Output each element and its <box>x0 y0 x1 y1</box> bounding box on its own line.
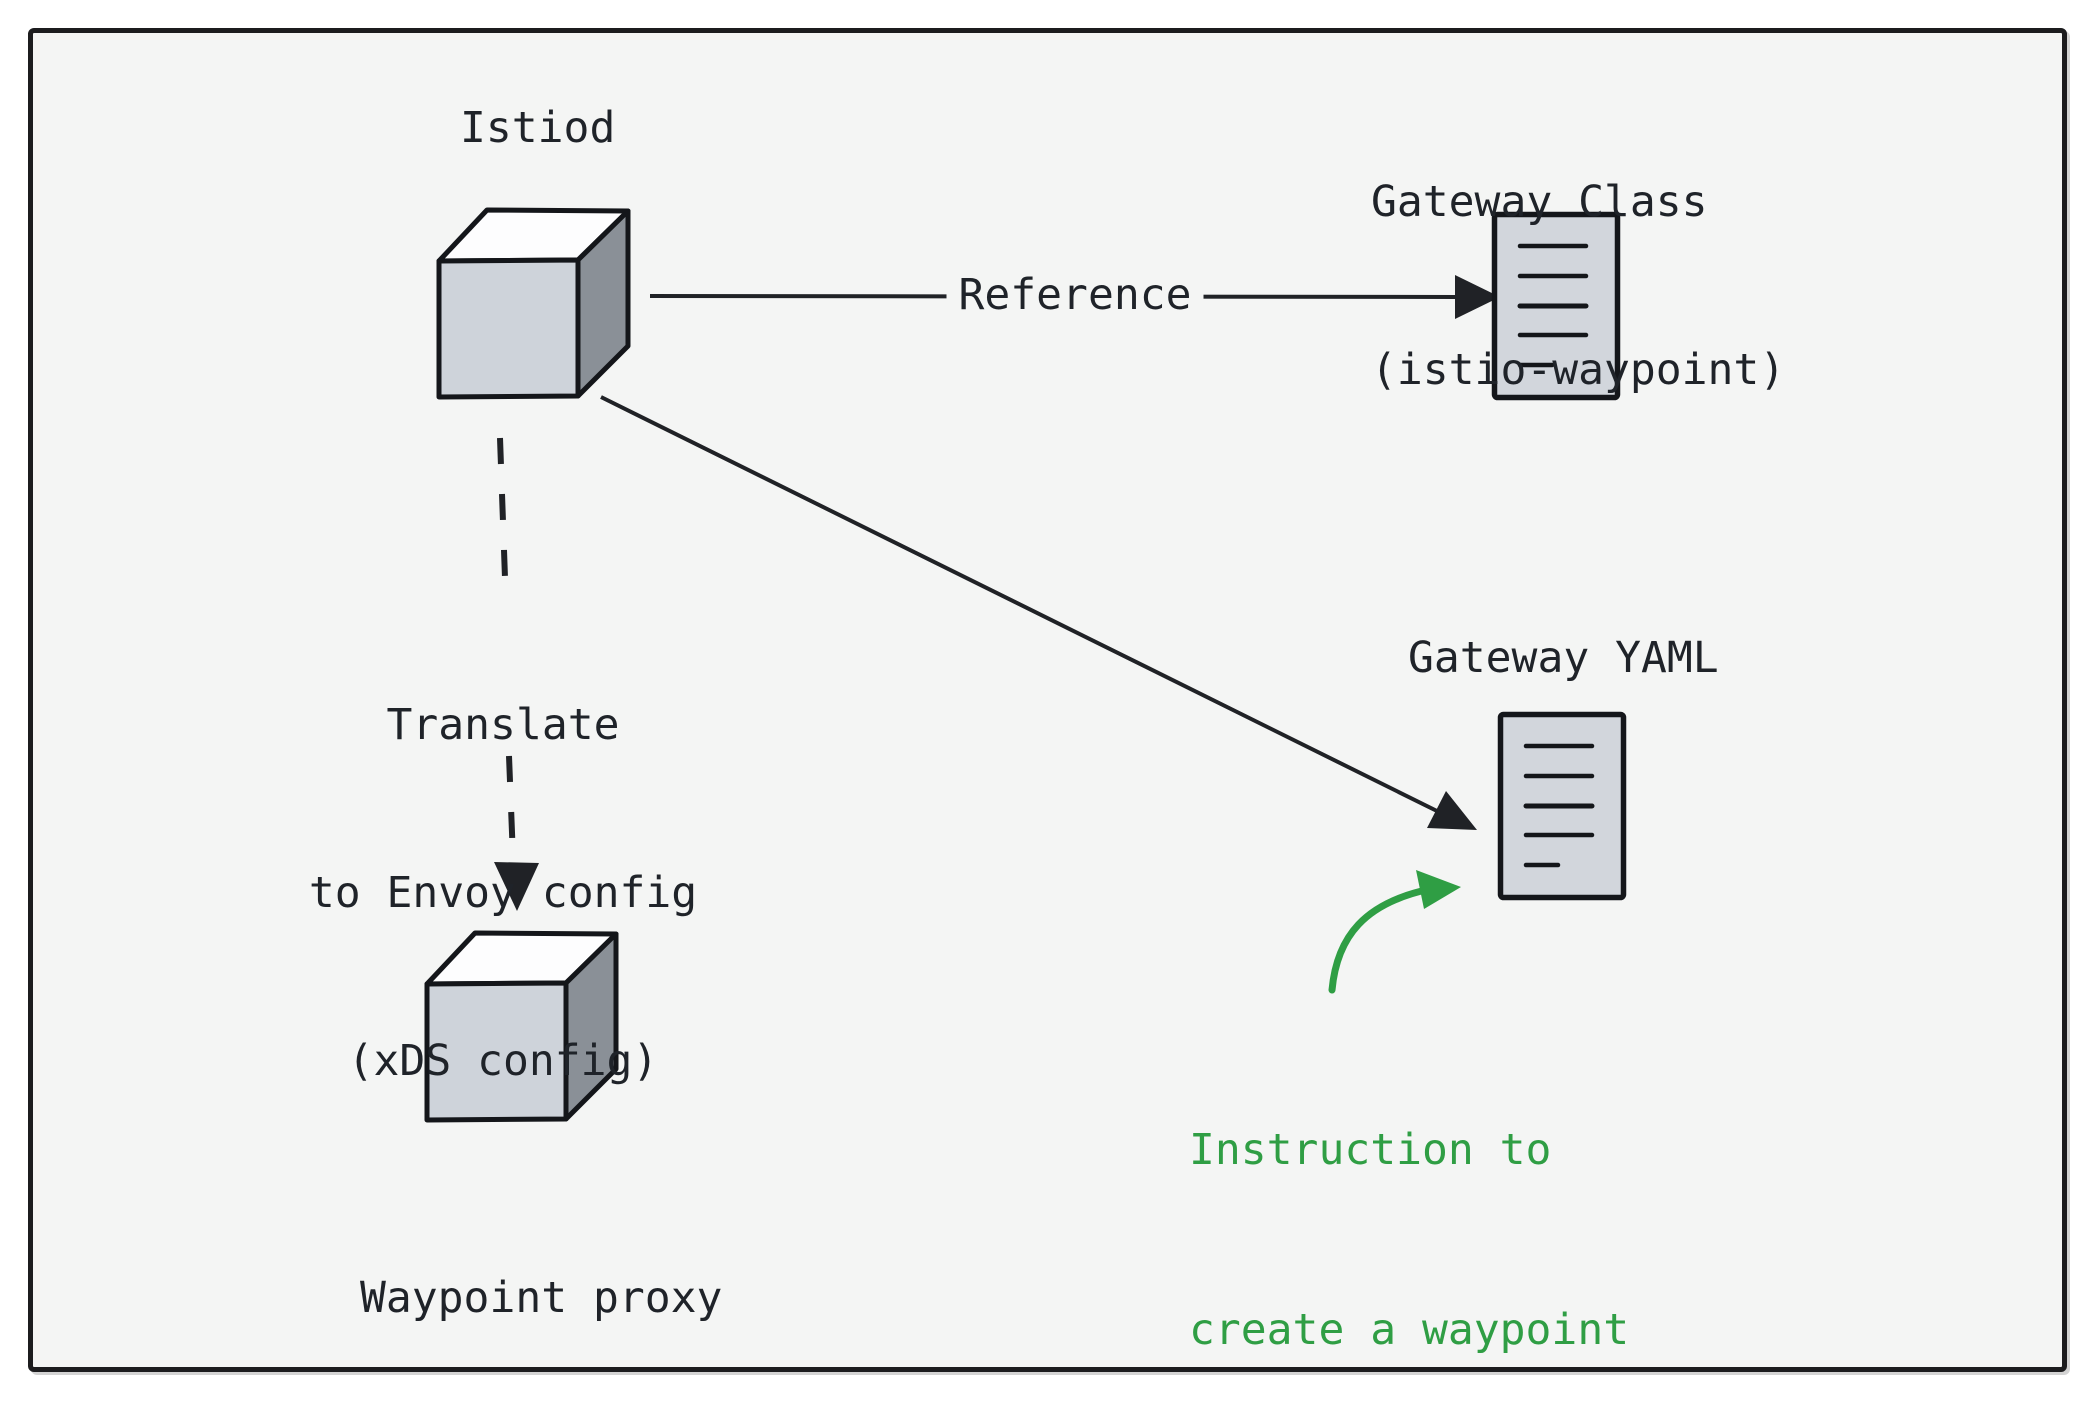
gateway-class-label: Gateway Class (istio-waypoint) <box>1371 62 1785 510</box>
istiod-to-gateway-yaml-arrow <box>600 395 1477 830</box>
arrowhead <box>1416 870 1461 909</box>
translate-edge-label: Translate to Envoy config (xDS config) <box>308 585 698 1201</box>
waypoint-proxy-node <box>424 929 620 1127</box>
istiod-label: Istiod <box>460 103 616 153</box>
waypoint-proxy-label-line1: Waypoint proxy <box>360 1273 723 1323</box>
create-waypoint-arrow <box>1328 870 1461 994</box>
instruction-label: Instruction to create a waypoint <box>1189 1000 1629 1401</box>
translate-label-line1: Translate <box>386 700 620 750</box>
waypoint-proxy-label: Waypoint proxy deployment <box>360 1146 722 1401</box>
document-icon <box>1497 711 1627 901</box>
canvas-frame <box>28 28 2067 1372</box>
translate-arrow <box>494 437 539 911</box>
arrowhead <box>1427 791 1477 830</box>
gateway-class-node <box>1490 210 1622 406</box>
reference-edge-label: Reference <box>946 271 1204 319</box>
arrowhead <box>494 862 539 911</box>
istiod-node <box>436 206 632 404</box>
instruction-label-line2: create a waypoint <box>1189 1305 1630 1355</box>
cube-icon <box>436 207 631 400</box>
arrowhead <box>1455 275 1500 319</box>
gateway-yaml-label: Gateway YAML <box>1408 633 1719 683</box>
gateway-class-label-line1: Gateway Class <box>1371 177 1708 227</box>
translate-label-line2: to Envoy config <box>308 868 698 918</box>
cube-icon <box>424 930 619 1123</box>
translate-label-line3: (xDS config) <box>347 1036 659 1086</box>
instruction-label-line1: Instruction to <box>1189 1125 1552 1175</box>
gateway-class-label-line2: (istio-waypoint) <box>1371 345 1786 395</box>
gateway-yaml-node <box>1496 710 1628 906</box>
document-icon <box>1491 211 1621 401</box>
